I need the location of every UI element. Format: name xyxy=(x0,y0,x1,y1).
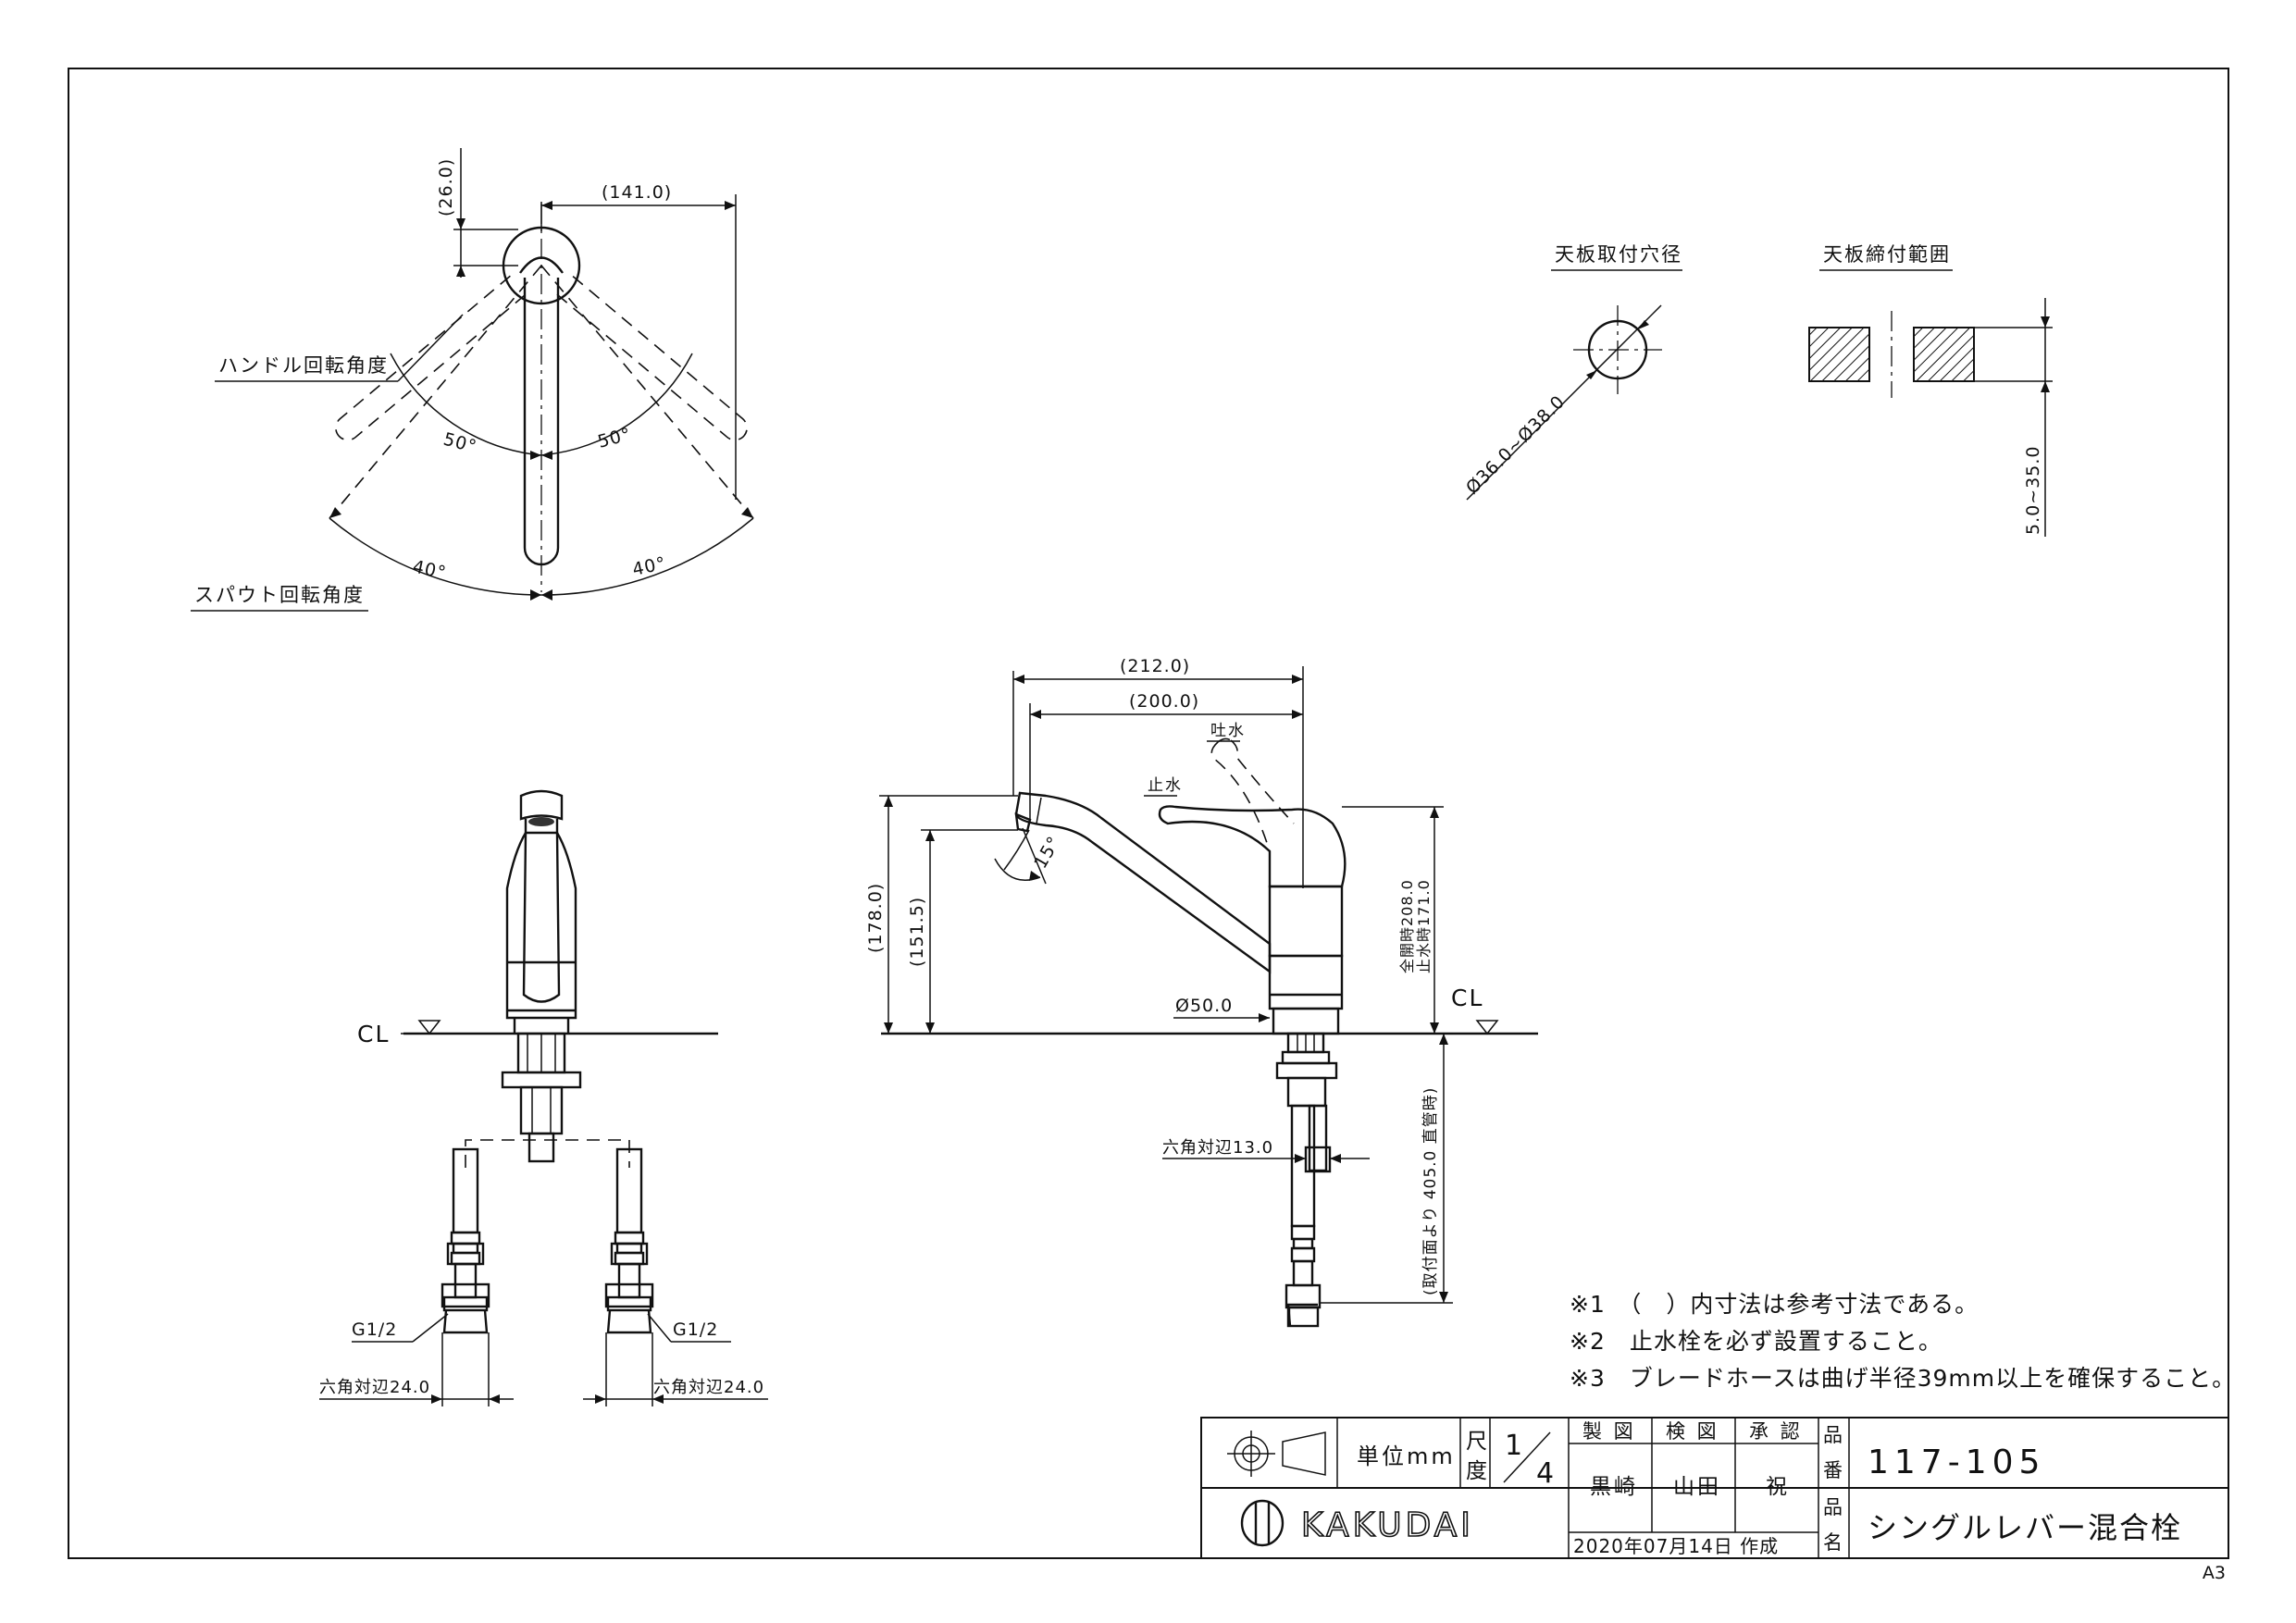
front-hose-right xyxy=(604,1147,654,1334)
title-block: 単位mm 尺 度 1 4 製 図 検 図 承 認 黒崎 山田 祝 2020年07… xyxy=(1200,1417,2229,1559)
dim-reach-side: (200.0) xyxy=(1129,691,1199,712)
sheet-size: A3 xyxy=(2203,1563,2226,1583)
projection-symbol-icon xyxy=(1227,1431,1326,1477)
front-cl: CL xyxy=(357,1021,390,1047)
dim-height: (178.0) xyxy=(865,883,886,953)
handle-angle-right: 50° xyxy=(596,424,634,452)
scale-den: 4 xyxy=(1536,1457,1554,1490)
note-3: ※3 ブレードホースは曲げ半径39mm以上を確保すること。 xyxy=(1570,1365,2236,1392)
unit-label: 単位mm xyxy=(1357,1443,1456,1469)
spray-angle: 15° xyxy=(1030,833,1064,873)
spout-angle-right: 40° xyxy=(630,553,667,580)
dim-total-reach: (212.0) xyxy=(1120,656,1190,676)
dim-reach-top: (141.0) xyxy=(602,182,672,203)
name-label-2: 名 xyxy=(1823,1531,1843,1554)
brand: KAKUDAI xyxy=(1301,1506,1474,1544)
front-view: CL xyxy=(319,789,768,1406)
hex-right: 六角対辺24.0 xyxy=(653,1378,764,1397)
made-label: 製 図 xyxy=(1582,1420,1636,1443)
discharge-label: 吐水 xyxy=(1210,722,1246,740)
drawing-date: 2020年07月14日 作成 xyxy=(1573,1535,1779,1557)
name-label-1: 品 xyxy=(1823,1496,1843,1518)
side-cl: CL xyxy=(1451,985,1483,1011)
hole-title: 天板取付穴径 xyxy=(1555,243,1682,266)
hole-diameter: Ø36.0~Ø38.0 xyxy=(1462,391,1570,499)
dim-spout-height: (151.5) xyxy=(907,897,927,967)
stop-label: 止水 xyxy=(1148,776,1183,795)
notes: ※1 （ ）内寸法は参考寸法である。 ※2 止水栓を必ず設置すること。 ※3 ブ… xyxy=(1570,1291,2236,1392)
note-2: ※2 止水栓を必ず設置すること。 xyxy=(1570,1328,1942,1355)
front-hose-left xyxy=(441,1147,490,1334)
hex-nut: 六角対辺13.0 xyxy=(1162,1138,1273,1158)
sheet-border xyxy=(68,68,2229,1559)
handle-rotation-label: ハンドル回転角度 xyxy=(218,354,389,377)
checker: 山田 xyxy=(1673,1475,1721,1499)
scale-label-2: 度 xyxy=(1466,1459,1490,1483)
approver: 祝 xyxy=(1766,1475,1790,1499)
product-name: シングルレバー混合栓 xyxy=(1868,1510,2182,1545)
hex-left: 六角対辺24.0 xyxy=(319,1378,430,1397)
height-stop: 止水時171.0 xyxy=(1415,879,1433,973)
drafter: 黒崎 xyxy=(1590,1475,1638,1499)
thread-right: G1/2 xyxy=(673,1319,718,1340)
scale-label-1: 尺 xyxy=(1466,1430,1490,1454)
approve-label: 承 認 xyxy=(1749,1420,1803,1443)
clamp-title: 天板締付範囲 xyxy=(1823,243,1951,266)
clamp-detail: 天板締付範囲 5.0~35.0 xyxy=(1808,243,2053,537)
height-open: 全開時208.0 xyxy=(1398,879,1416,973)
check-label: 検 図 xyxy=(1666,1420,1719,1443)
note-1: ※1 （ ）内寸法は参考寸法である。 xyxy=(1570,1291,1979,1318)
thread-left: G1/2 xyxy=(352,1319,397,1340)
clamp-range: 5.0~35.0 xyxy=(2023,446,2043,535)
side-view: CL 15° (212.0) (200.0) xyxy=(865,656,1538,1328)
hole-detail: 天板取付穴径 Ø36.0~Ø38.0 xyxy=(1462,243,1682,501)
handle-angle-left: 50° xyxy=(441,429,479,458)
base-dia: Ø50.0 xyxy=(1175,996,1233,1016)
part-no: 117-105 xyxy=(1868,1443,2045,1481)
scale-num: 1 xyxy=(1505,1430,1522,1462)
top-view: 50° 50° 40° 40° (26.0) (141.0) ハンドル回転角度 … xyxy=(191,148,754,612)
spout-rotation-label: スパウト回転角度 xyxy=(194,584,365,606)
dim-handle-offset: (26.0) xyxy=(436,158,456,217)
hose-length: (取付面より 405.0 直管時) xyxy=(1421,1087,1440,1295)
part-no-label-1: 品 xyxy=(1823,1424,1843,1446)
spout-angle-left: 40° xyxy=(411,556,448,583)
part-no-label-2: 番 xyxy=(1823,1459,1843,1481)
kakudai-logo: KAKUDAI xyxy=(1240,1499,1474,1547)
